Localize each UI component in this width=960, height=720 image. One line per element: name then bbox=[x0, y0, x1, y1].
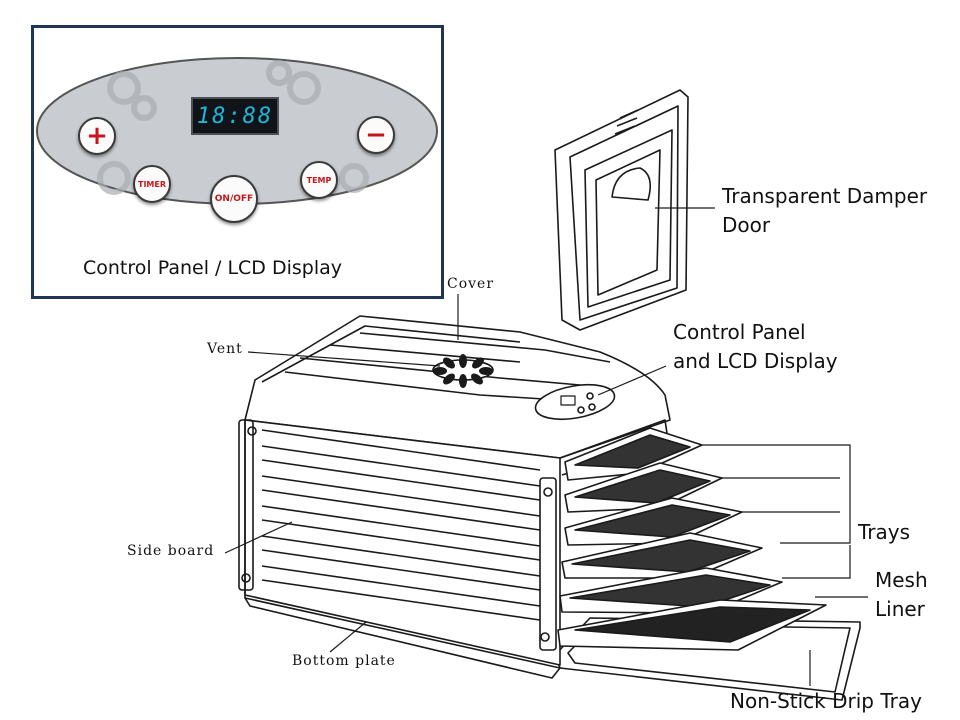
minus-icon: − bbox=[365, 120, 387, 150]
label-control-panel: Control Panel and LCD Display bbox=[673, 318, 838, 376]
label-control-panel-line2: and LCD Display bbox=[673, 349, 838, 373]
leader-control-panel bbox=[597, 365, 667, 396]
plus-icon: + bbox=[86, 121, 108, 151]
temp-button[interactable]: TEMP bbox=[300, 161, 338, 199]
timer-button[interactable]: TIMER bbox=[133, 165, 171, 203]
trays bbox=[557, 427, 827, 651]
label-drip-tray: Non-Stick Drip Tray bbox=[730, 689, 922, 713]
label-transparent-damper-door: Transparent Damper Door bbox=[722, 182, 927, 240]
mesh-liner bbox=[557, 599, 827, 651]
tray bbox=[564, 462, 723, 513]
leader-vent bbox=[247, 351, 441, 367]
label-control-panel-line1: Control Panel bbox=[673, 320, 806, 344]
lcd-display: 18:88 bbox=[191, 97, 279, 135]
label-mesh-line1: Mesh bbox=[875, 568, 928, 592]
tray bbox=[561, 532, 763, 579]
timer-button-label: TIMER bbox=[137, 179, 167, 189]
tray bbox=[564, 497, 743, 546]
on-off-button-label: ON/OFF bbox=[214, 194, 254, 204]
dehydrator-body bbox=[238, 315, 671, 679]
leader-trays bbox=[702, 444, 851, 544]
minus-button[interactable]: − bbox=[357, 116, 395, 154]
label-trays: Trays bbox=[858, 520, 911, 544]
leader-side-board bbox=[224, 521, 293, 554]
label-side-board: Side board bbox=[127, 543, 215, 559]
label-cover: Cover bbox=[447, 276, 495, 292]
label-bottom-plate: Bottom plate bbox=[292, 653, 396, 669]
control-panel-inset: 18:88 + − TIMER ON/OFF TEMP Control Pane… bbox=[31, 25, 444, 299]
on-off-button[interactable]: ON/OFF bbox=[210, 175, 258, 223]
label-vent: Vent bbox=[207, 341, 243, 357]
label-mesh-line2: Liner bbox=[875, 597, 925, 621]
label-door-line1: Transparent Damper bbox=[722, 184, 928, 208]
temp-button-label: TEMP bbox=[306, 175, 332, 185]
transparent-damper-door bbox=[554, 89, 689, 331]
plus-button[interactable]: + bbox=[78, 117, 116, 155]
tray bbox=[564, 427, 703, 481]
label-mesh-liner: Mesh Liner bbox=[875, 566, 928, 624]
label-door-line2: Door bbox=[722, 213, 771, 237]
lcd-time: 18:88 bbox=[196, 103, 274, 129]
leader-bottom-plate bbox=[329, 621, 367, 653]
fan-vent-icon bbox=[432, 354, 494, 388]
inset-caption: Control Panel / LCD Display bbox=[83, 257, 343, 279]
